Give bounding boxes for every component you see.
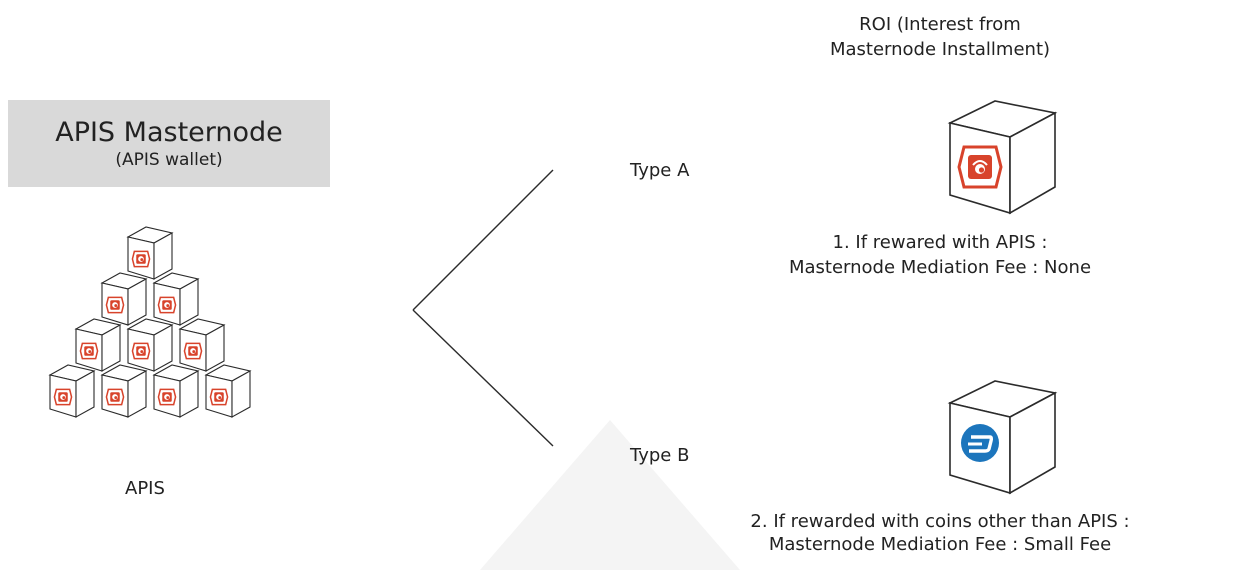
pyramid-cube	[152, 272, 200, 326]
apis-caption: APIS	[125, 478, 165, 499]
masternode-title: APIS Masternode	[55, 117, 283, 148]
roi-heading-line1: ROI (Interest from	[859, 14, 1021, 35]
apis-reward-cube	[947, 100, 1058, 215]
apis-logo-icon	[131, 250, 151, 268]
roi-heading: ROI (Interest from Masternode Installmen…	[790, 12, 1090, 62]
case-1-line1: 1. If rewared with APIS :	[832, 232, 1048, 253]
watermark-shape	[480, 420, 740, 570]
masternode-title-box: APIS Masternode (APIS wallet)	[8, 100, 330, 187]
cube-right-face	[1009, 111, 1056, 215]
apis-cube-pyramid	[48, 226, 252, 418]
case-2-line1: 2. If rewarded with coins other than API…	[750, 511, 1130, 532]
pyramid-cube	[100, 364, 148, 418]
apis-logo-icon	[53, 388, 73, 406]
dash-reward-cube	[947, 380, 1058, 495]
dash-logo-icon	[961, 424, 999, 462]
branch-line-lower	[412, 309, 554, 447]
apis-logo-icon	[209, 388, 229, 406]
apis-logo-icon	[105, 388, 125, 406]
apis-logo-icon	[105, 296, 125, 314]
apis-logo-icon	[157, 388, 177, 406]
apis-logo-icon	[79, 342, 99, 360]
apis-logo-icon	[183, 342, 203, 360]
pyramid-cube	[204, 364, 252, 418]
roi-heading-line2: Masternode Installment)	[829, 39, 1051, 60]
type-a-label: Type A	[630, 160, 690, 181]
type-b-label: Type B	[630, 445, 690, 466]
pyramid-cube	[100, 272, 148, 326]
apis-logo-icon	[131, 342, 151, 360]
pyramid-cube	[48, 364, 96, 418]
cube-right-face	[1009, 391, 1056, 495]
pyramid-cube	[74, 318, 122, 372]
pyramid-cube	[126, 226, 174, 280]
pyramid-cube	[126, 318, 174, 372]
case-2-text: 2. If rewarded with coins other than API…	[740, 510, 1140, 556]
branch-line-upper	[412, 169, 554, 311]
apis-logo-icon	[957, 145, 1003, 189]
case-1-text: 1. If rewared with APIS : Masternode Med…	[780, 230, 1100, 280]
pyramid-cube	[152, 364, 200, 418]
masternode-subtitle: (APIS wallet)	[115, 150, 223, 170]
case-2-line2: Masternode Mediation Fee : Small Fee	[768, 534, 1112, 555]
pyramid-cube	[178, 318, 226, 372]
branch-lines	[412, 169, 554, 447]
apis-logo-icon	[157, 296, 177, 314]
case-1-line2: Masternode Mediation Fee : None	[788, 257, 1092, 278]
